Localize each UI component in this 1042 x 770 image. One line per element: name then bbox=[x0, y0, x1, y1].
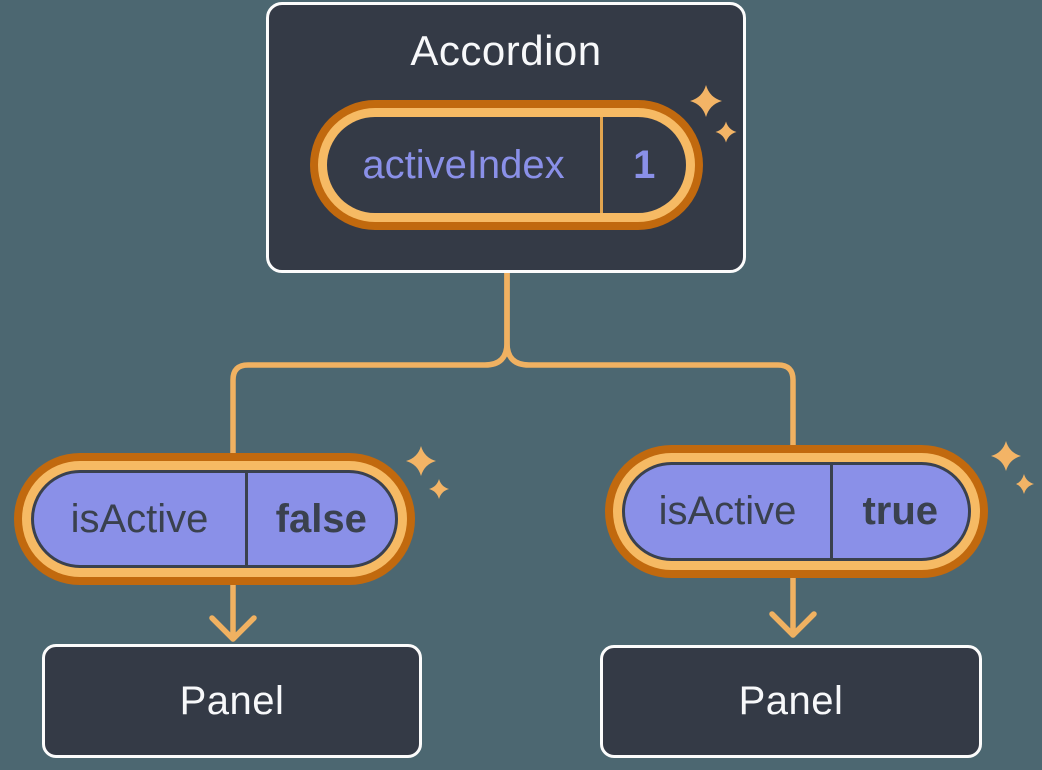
prop-value: true bbox=[862, 489, 939, 533]
panel-label: Panel bbox=[179, 678, 285, 723]
branch-left-line bbox=[230, 268, 510, 459]
state-name-label: activeIndex bbox=[362, 142, 565, 187]
prop-name-label: isActive bbox=[70, 496, 209, 541]
arrow-down-right-icon bbox=[769, 572, 817, 638]
state-pill-ring: activeIndex 1 bbox=[318, 108, 695, 222]
prop-pill-right: isActive true bbox=[605, 445, 988, 578]
sparkle-icon bbox=[991, 441, 1034, 494]
panel-label: Panel bbox=[738, 679, 844, 723]
branch-right-line bbox=[504, 268, 796, 453]
prop-pill-right-core: isActive true bbox=[622, 462, 971, 561]
prop-pill-left-core: isActive false bbox=[31, 470, 398, 568]
state-pill-divider bbox=[600, 117, 603, 213]
prop-value: false bbox=[275, 496, 367, 541]
panel-box-left: Panel bbox=[42, 644, 422, 758]
prop-pill-divider bbox=[830, 465, 833, 558]
panel-box-right: Panel bbox=[600, 645, 982, 758]
state-value: 1 bbox=[633, 142, 656, 187]
prop-pill-left: isActive false bbox=[14, 453, 415, 585]
arrow-down-left-icon bbox=[209, 580, 257, 642]
prop-name-label: isActive bbox=[658, 489, 797, 533]
sparkle-icon bbox=[406, 446, 449, 499]
prop-pill-right-ring: isActive true bbox=[613, 453, 980, 570]
prop-pill-divider bbox=[245, 473, 248, 565]
state-pill: activeIndex 1 bbox=[310, 100, 703, 230]
accordion-title: Accordion bbox=[410, 27, 602, 74]
prop-pill-left-ring: isActive false bbox=[22, 461, 407, 577]
state-pill-core: activeIndex 1 bbox=[327, 117, 686, 213]
